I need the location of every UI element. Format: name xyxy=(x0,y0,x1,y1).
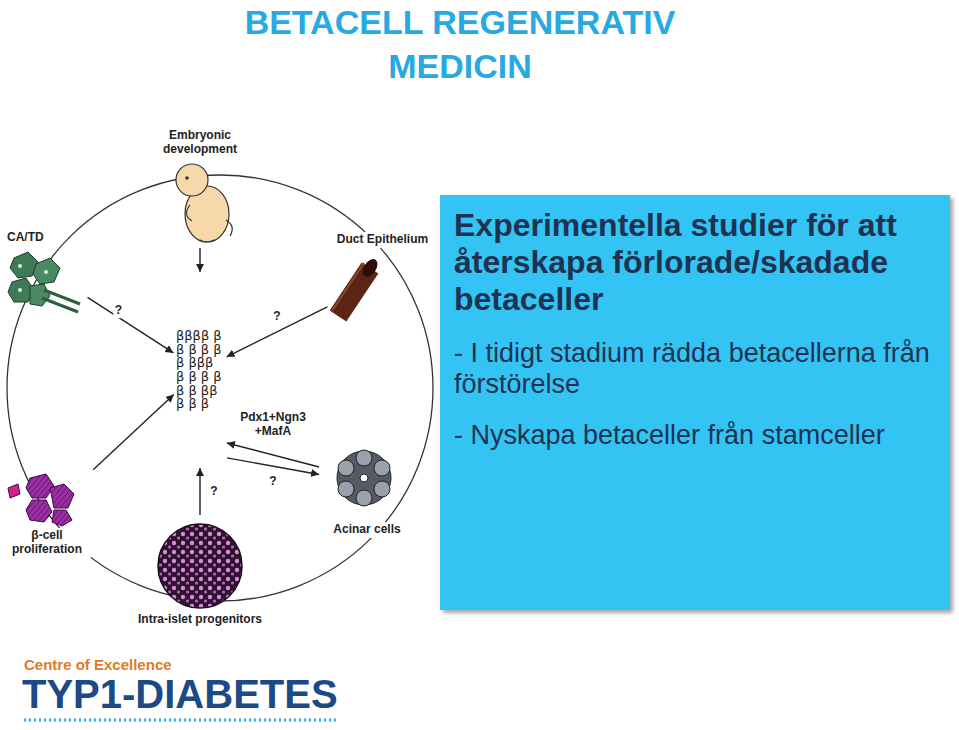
beta-cluster: ββββ β β β β β β βββ β β β β β β βββ β β xyxy=(176,275,224,465)
arrow-connector xyxy=(227,458,319,475)
page-title: BETACELL REGENERATIV MEDICIN xyxy=(215,0,705,88)
embryo-icon xyxy=(176,164,232,242)
edge-label: ? xyxy=(271,310,282,324)
arrow-connector xyxy=(227,307,328,357)
edge-label: ? xyxy=(208,485,219,499)
edge-label: Pdx1+Ngn3 +MafA xyxy=(233,411,313,439)
logo-subtitle: Centre of Excellence xyxy=(24,656,172,673)
edge-label: ? xyxy=(113,304,124,318)
panel-bullet: - Nyskapa betaceller från stamceller xyxy=(454,420,936,451)
info-panel: Experimentella studier för att återskapa… xyxy=(440,195,950,610)
catd-icon xyxy=(8,252,80,312)
node-label: Acinar cells xyxy=(331,522,402,538)
arrow-connector xyxy=(199,248,200,272)
node-label: CA/TD xyxy=(5,230,46,246)
duct-icon xyxy=(332,256,381,316)
panel-bullet: - I tidigt stadium rädda betacellerna fr… xyxy=(454,338,936,400)
node-label: Embryonic development xyxy=(150,128,250,158)
arrow-connector xyxy=(199,468,200,515)
acinar-icon xyxy=(337,450,391,506)
node-label: ββββ β β β β β β βββ β β β β β β βββ β β xyxy=(176,329,224,411)
edge-label: ? xyxy=(267,475,278,489)
arrow-connector xyxy=(93,394,174,469)
islet-node: Intra-islet progenitors xyxy=(130,518,270,628)
duct-node: Duct Epithelium xyxy=(330,232,435,327)
embryo-node: Embryonic development xyxy=(150,128,250,245)
acinar-node: Acinar cells xyxy=(322,448,412,538)
arrow-connector xyxy=(88,297,174,352)
catd-node: CA/TD xyxy=(5,230,85,310)
proliferation-icon xyxy=(8,474,74,526)
logo-wordmark: TYP1-DIABETES xyxy=(22,672,338,717)
node-label: Intra-islet progenitors xyxy=(136,612,264,628)
node-label: Duct Epithelium xyxy=(335,232,430,248)
arrow-connector xyxy=(227,443,319,467)
node-label: β-cell proliferation xyxy=(3,528,91,558)
islet-icon xyxy=(158,524,242,608)
logo-underline xyxy=(24,720,336,721)
panel-heading: Experimentella studier för att återskapa… xyxy=(454,207,936,318)
proliferation-node: β-cell proliferation xyxy=(3,468,91,558)
